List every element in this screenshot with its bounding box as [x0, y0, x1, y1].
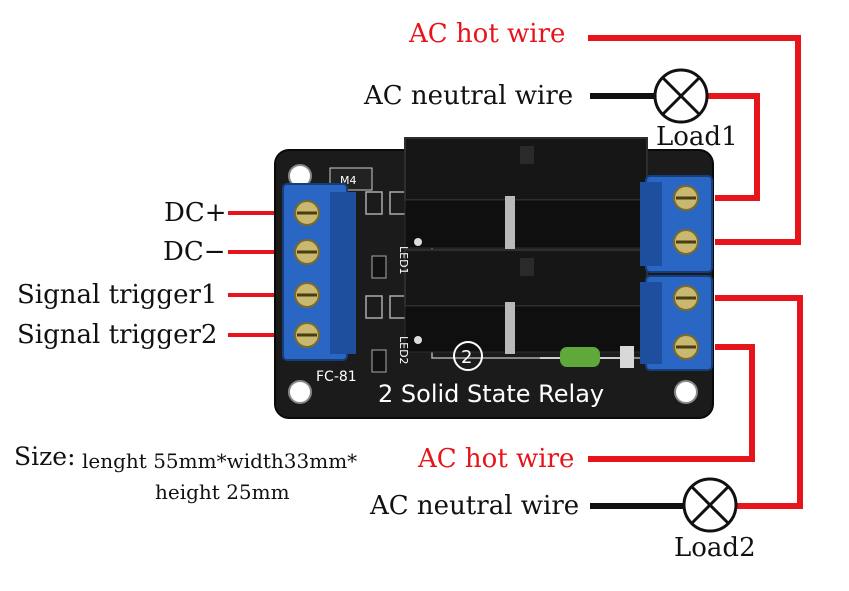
signal-trigger2-label: Signal trigger2	[17, 320, 218, 350]
relay1-hot-wire-label: AC hot wire	[409, 19, 566, 49]
mounting-hole	[674, 380, 698, 404]
input-screw	[294, 282, 320, 308]
size-prefix: Size:	[14, 442, 76, 471]
led2	[414, 336, 422, 344]
input-screw	[294, 200, 320, 226]
led1	[414, 238, 422, 246]
relay-board: M4 LED1 LED2 2 2 Solid State Rela	[274, 137, 714, 419]
led2-label: LED2	[397, 336, 410, 365]
load1-lamp-icon	[653, 68, 709, 124]
output-screw	[673, 229, 699, 255]
relay2-load-to-relay-wire	[715, 295, 803, 509]
load2-lamp-icon	[682, 477, 738, 533]
input-screw	[294, 322, 320, 348]
output-terminal-block-1	[640, 175, 713, 273]
load2-label: Load2	[674, 533, 756, 563]
relay2-hot-wire-label: AC hot wire	[418, 444, 575, 474]
svg-text:2: 2	[461, 347, 472, 368]
relay1-hot-wire	[588, 35, 801, 245]
ssr-module-2	[404, 249, 648, 354]
relay1-wiring	[588, 35, 801, 245]
led1-label: LED1	[397, 246, 410, 275]
input-screw	[294, 239, 320, 265]
size-line1: lenght 55mm*width33mm*	[82, 449, 358, 473]
input-terminal-block	[282, 183, 356, 361]
board-model: FC-81	[316, 369, 357, 385]
relay2-wiring	[588, 295, 803, 533]
output-screw	[673, 285, 699, 311]
channel-count-logo: 2	[453, 341, 483, 371]
mounting-hole	[288, 380, 312, 404]
transistor	[371, 255, 387, 373]
relay2-hot-wire	[588, 344, 755, 462]
relay1-neutral-wire-label: AC neutral wire	[364, 81, 574, 111]
size-line2: height 25mm	[155, 480, 290, 504]
output-screw	[673, 185, 699, 211]
dc-plus-label: DC+	[164, 198, 227, 228]
signal-trigger1-label: Signal trigger1	[17, 280, 218, 310]
relay1-load-to-relay-wire	[708, 93, 760, 201]
load1-label: Load1	[656, 122, 738, 152]
output-screw	[673, 334, 699, 360]
output-terminal-block-2	[640, 275, 713, 371]
dc-minus-label: DC−	[163, 237, 226, 267]
ssr-module-1	[404, 137, 648, 252]
relay2-neutral-wire-label: AC neutral wire	[370, 491, 580, 521]
board-title: 2 Solid State Relay	[378, 380, 604, 408]
mounting-holes	[288, 164, 698, 404]
green-resistor	[540, 346, 634, 368]
